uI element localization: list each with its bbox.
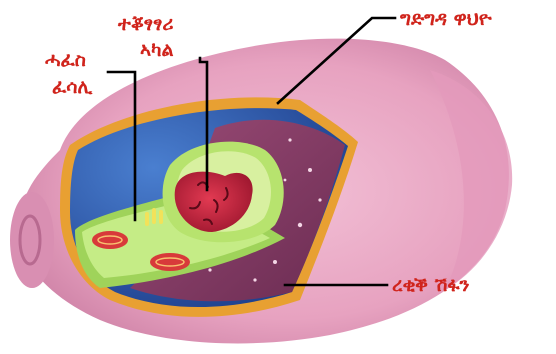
leader-nucleus bbox=[200, 58, 207, 190]
leader-chloroplast bbox=[108, 72, 135, 220]
leader-cell-wall bbox=[278, 18, 395, 103]
label-nucleus-line1: ተቖፃፃሪ bbox=[118, 12, 173, 36]
label-cytoplasm: ረቂቕ ሽፋን bbox=[392, 273, 469, 297]
label-chloroplast-line2: ፈሳሊ bbox=[52, 75, 92, 99]
label-chloroplast-line1: ሓፈስ bbox=[45, 48, 86, 72]
label-cell-wall: ግድግዳ ዋህዮ bbox=[400, 7, 492, 31]
label-nucleus-line2: ኣካል bbox=[140, 38, 174, 62]
